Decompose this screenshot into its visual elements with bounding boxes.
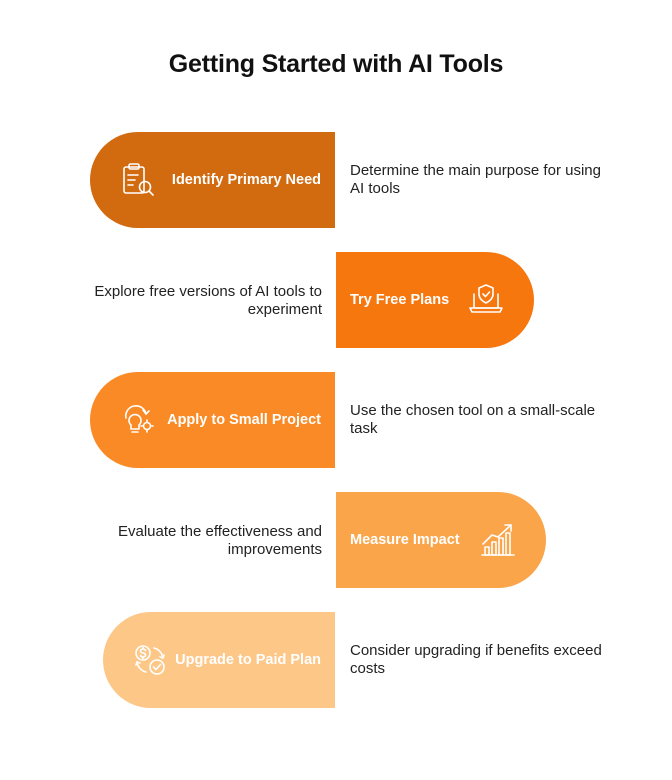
page-title: Getting Started with AI Tools — [168, 50, 504, 78]
step-label: Try Free Plans — [350, 292, 450, 308]
lightbulb-gear-icon — [118, 400, 158, 440]
dollar-exchange-icon — [130, 640, 170, 680]
step-description: Determine the main purpose for using AI … — [350, 162, 601, 197]
step-measure-impact: Measure Impact — [336, 492, 546, 588]
step-label: Upgrade to Paid Plan — [175, 652, 321, 668]
step-identify-primary-need: Identify Primary Need — [90, 132, 335, 228]
step-label: Identify Primary Need — [171, 172, 321, 188]
step-description: Consider upgrading if benefits exceed co… — [350, 642, 602, 677]
step-description: Evaluate the effectiveness and improveme… — [117, 523, 322, 558]
growth-chart-icon — [478, 520, 518, 560]
laptop-shield-icon — [466, 280, 506, 320]
step-description: Explore free versions of AI tools to exp… — [94, 283, 322, 318]
step-apply-to-small-project: Apply to Small Project — [90, 372, 335, 468]
step-description: Use the chosen tool on a small-scale tas… — [350, 402, 596, 437]
step-try-free-plans: Try Free Plans — [336, 252, 534, 348]
step-label: Measure Impact — [350, 532, 460, 548]
step-upgrade-to-paid-plan: Upgrade to Paid Plan — [103, 612, 335, 708]
clipboard-search-icon — [118, 160, 158, 200]
step-label: Apply to Small Project — [167, 412, 321, 428]
